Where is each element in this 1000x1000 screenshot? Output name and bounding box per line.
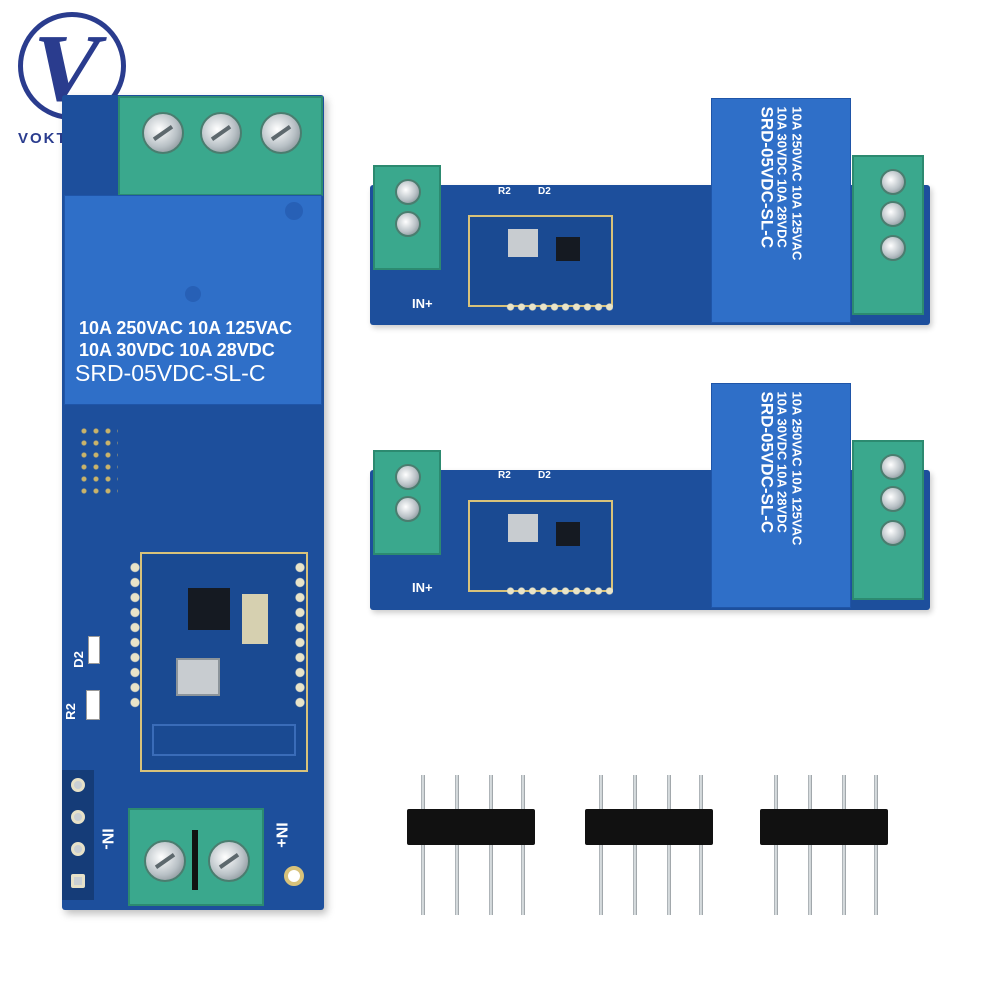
header-pin: [667, 775, 671, 915]
screw-icon: [395, 496, 421, 522]
label-in-minus: IN-: [98, 828, 116, 850]
small-board-2-wifi-module: [468, 500, 613, 592]
module-pins: [505, 584, 613, 598]
led-d2: [88, 636, 100, 664]
pin-hole: [71, 842, 85, 856]
header-pin: [699, 775, 703, 915]
header-pin: [774, 775, 778, 915]
screw-icon: [880, 486, 906, 512]
header-pin: [421, 775, 425, 915]
small-board-1-input-terminal: [373, 165, 441, 270]
relay-rating-line-1: 10A 250VAC 10A 125VAC: [79, 318, 293, 338]
small-board-2-output-terminal: [852, 440, 924, 600]
pin-hole-square: [71, 874, 85, 888]
small-board-1-label-in-plus: IN+: [412, 296, 433, 311]
relay-text-block: 10A 250VAC 10A 125VAC 10A 30VDC 10A 28VD…: [757, 391, 805, 612]
relay-text-block: 10A 250VAC 10A 125VAC 10A 30VDC 10A 28VD…: [757, 106, 805, 327]
pin-hole: [71, 778, 85, 792]
wifi-module: [140, 552, 308, 772]
header-pin: [599, 775, 603, 915]
small-board-1-relay: 10A 250VAC 10A 125VAC 10A 30VDC 10A 28VD…: [711, 98, 851, 323]
header-pin: [489, 775, 493, 915]
small-board-1-label-r2: R2: [498, 186, 511, 197]
screw-icon: [208, 840, 250, 882]
screw-icon: [395, 464, 421, 490]
relay-rating-line-2: 10A 30VDC 10A 28VDC: [79, 340, 275, 360]
crystal-oscillator: [508, 229, 538, 257]
header-pin: [521, 775, 525, 915]
header-pin: [808, 775, 812, 915]
header-pin: [842, 775, 846, 915]
header-plastic-strip: [760, 809, 888, 845]
header-plastic-strip: [407, 809, 535, 845]
pin-header-2: [583, 775, 715, 915]
module-pins-right: [293, 560, 307, 710]
screw-icon: [880, 169, 906, 195]
small-board-2-relay: 10A 250VAC 10A 125VAC 10A 30VDC 10A 28VD…: [711, 383, 851, 608]
screw-icon: [395, 179, 421, 205]
terminal-divider: [192, 830, 198, 890]
large-board-relay: 10A 250VAC 10A 125VAC 10A 30VDC 10A 28VD…: [64, 195, 322, 405]
resistor-r2: [86, 690, 100, 720]
screw-icon: [880, 454, 906, 480]
module-chip: [188, 588, 230, 630]
screw-icon: [260, 112, 302, 154]
crystal-oscillator: [176, 658, 220, 696]
header-pin: [633, 775, 637, 915]
small-board-2-label-r2: R2: [498, 470, 511, 481]
mounting-hole: [284, 866, 304, 886]
relay-model: SRD-05VDC-SL-C: [75, 360, 266, 386]
relay-dot: [285, 202, 303, 220]
large-board-input-terminal: [128, 808, 264, 906]
pin-header-1: [405, 775, 537, 915]
screw-icon: [200, 112, 242, 154]
screw-icon: [142, 112, 184, 154]
relay-rating-line-1: 10A 250VAC 10A 125VAC: [789, 106, 805, 261]
small-board-2-label-d2: D2: [538, 470, 551, 481]
module-chip: [556, 237, 580, 261]
header-pin: [455, 775, 459, 915]
relay-rating-line-2: 10A 30VDC 10A 28VDC: [774, 106, 790, 248]
smd-components: [242, 594, 268, 644]
small-board-1-output-terminal: [852, 155, 924, 315]
relay-rating-line-2: 10A 30VDC 10A 28VDC: [774, 391, 790, 533]
module-chip: [556, 522, 580, 546]
small-board-1-label-d2: D2: [538, 186, 551, 197]
pin-header-3: [758, 775, 890, 915]
screw-icon: [395, 211, 421, 237]
small-board-2-input-terminal: [373, 450, 441, 555]
screw-icon: [880, 201, 906, 227]
header-pin: [874, 775, 878, 915]
header-holes-area: [62, 770, 94, 900]
small-board-1-wifi-module: [468, 215, 613, 307]
label-d2: D2: [70, 651, 86, 668]
screw-icon: [880, 520, 906, 546]
large-board-top-terminal: [118, 96, 323, 196]
pin-hole: [71, 810, 85, 824]
module-pins: [505, 300, 613, 314]
screw-icon: [144, 840, 186, 882]
pcb-antenna: [152, 724, 296, 756]
module-pins-left: [128, 560, 142, 710]
label-in-plus: IN+: [272, 822, 290, 848]
relay-dot: [185, 286, 201, 302]
via-array: [78, 425, 118, 495]
crystal-oscillator: [508, 514, 538, 542]
small-board-2-label-in-plus: IN+: [412, 580, 433, 595]
relay-rating-line-1: 10A 250VAC 10A 125VAC: [789, 391, 805, 546]
relay-model: SRD-05VDC-SL-C: [757, 106, 777, 249]
relay-model: SRD-05VDC-SL-C: [757, 391, 777, 534]
header-plastic-strip: [585, 809, 713, 845]
label-r2: R2: [62, 703, 78, 720]
screw-icon: [880, 235, 906, 261]
